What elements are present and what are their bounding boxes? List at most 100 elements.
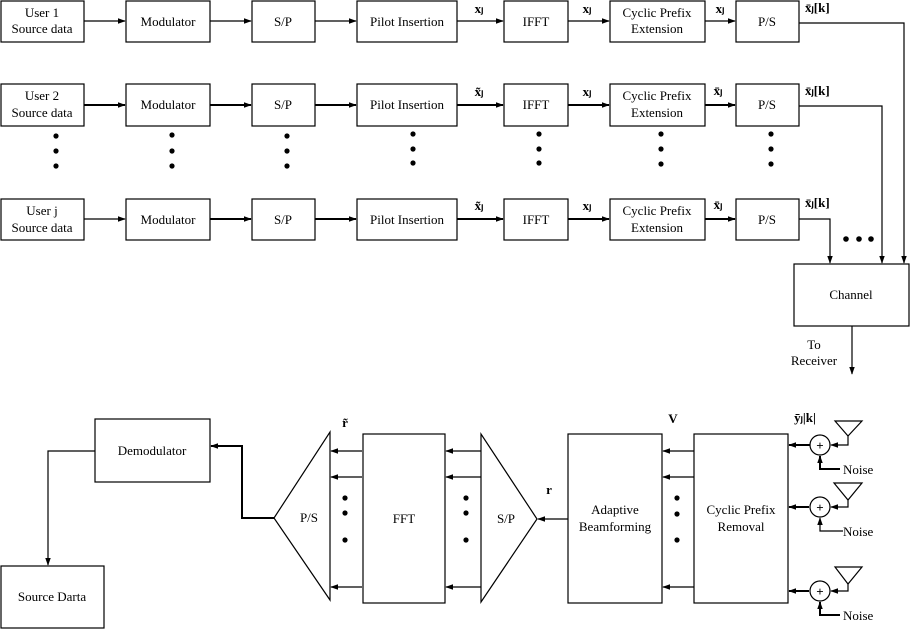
signal-label: x̄ⱼ[k] [805,195,830,210]
sp-label: S/P [274,97,292,112]
pilot-insertion-block[interactable] [356,83,458,127]
cp-removal-label: Removal [718,519,765,534]
modulator-label: Modulator [141,212,197,227]
signal-label: V [668,411,678,426]
signal-label: xⱼ [583,198,592,213]
channel-block[interactable] [793,263,910,327]
signal-label: x̄ⱼ [714,197,723,212]
modulator-label: Modulator [141,14,197,29]
tx-row-2: User 2 Source data Modulator S/P Pilot I… [0,83,885,264]
pilot-insertion-label: Pilot Insertion [370,212,445,227]
source-label: Source data [11,220,72,235]
cp-extension-block[interactable] [609,83,706,127]
cp-extension-block[interactable] [609,198,706,241]
modulator-label: Modulator [141,97,197,112]
beamforming-label: Beamforming [579,519,652,534]
ifft-block[interactable] [503,198,569,241]
noise-label: Noise [843,608,874,623]
arrow [817,517,843,532]
adder-icon [809,580,831,602]
signal-label: x̄ⱼ [714,83,723,98]
ps-converter[interactable] [273,429,331,602]
signal-label: r̃ [342,415,348,430]
ifft-label: IFFT [523,14,550,29]
signal-label: xⱼ [716,1,725,16]
source-label: Source data [11,21,72,36]
antenna-branch-1: + Noise [788,420,874,477]
beamforming-label: Adaptive [591,502,639,517]
antenna-branch-3: + Noise [788,566,874,623]
fft-label: FFT [393,511,415,526]
arrow-to-channel [799,218,833,264]
arrow [817,455,840,470]
tx-row-1: User 1 Source data Modulator S/P Pilot I… [0,0,907,264]
to-receiver-label: To [807,337,821,352]
ps-label: P/S [758,212,776,227]
signal-label: x̃ⱼ [475,198,484,213]
cp-removal-block[interactable] [693,433,789,604]
modulator-block[interactable] [125,83,211,127]
sp-label: S/P [274,14,292,29]
tx-row-j: User j Source data Modulator S/P Pilot I… [0,195,833,264]
adder-symbol: + [816,584,823,599]
adder-icon [809,496,831,518]
to-receiver-label: Receiver [791,353,838,368]
cp-label: Cyclic Prefix [623,88,692,103]
pilot-insertion-label: Pilot Insertion [370,14,445,29]
modulator-block[interactable] [125,198,211,241]
ps-block[interactable] [735,83,800,127]
ifft-block[interactable] [503,83,569,127]
cp-label: Extension [631,21,683,36]
source-label: User j [26,203,57,218]
arrow-to-channel [799,22,907,264]
fft-block[interactable] [362,433,446,604]
sp-label: S/P [497,511,515,526]
modulator-block[interactable] [125,0,211,43]
source-label: User 2 [25,88,59,103]
ps-block[interactable] [735,0,800,43]
demodulator-block[interactable] [94,418,211,483]
sp-converter[interactable] [480,431,538,604]
source-data-label: Source Darta [18,589,86,604]
row-ellipsis [53,131,774,169]
noise-label: Noise [843,524,874,539]
demodulator-label: Demodulator [118,443,187,458]
sp-label: S/P [274,212,292,227]
signal-label: x̄ⱼ[k] [805,0,830,15]
ifft-label: IFFT [523,97,550,112]
pilot-insertion-block[interactable] [356,0,458,43]
channel-label: Channel [829,287,873,302]
source-data-block[interactable] [0,565,105,629]
source-label: Source data [11,105,72,120]
cp-label: Extension [631,220,683,235]
source-block[interactable] [0,0,85,43]
ps-label: P/S [300,510,318,525]
adder-symbol: + [816,438,823,453]
adder-symbol: + [816,500,823,515]
ps-label: P/S [758,14,776,29]
antenna-branch-2: + Noise [788,482,874,539]
signal-label: xⱼ [583,1,592,16]
arrow [817,601,840,616]
cp-removal-label: Cyclic Prefix [707,502,776,517]
antenna-icon [833,420,864,437]
ps-block[interactable] [735,198,800,241]
source-block[interactable] [0,83,85,127]
arrow-to-channel [799,105,885,264]
cp-label: Extension [631,105,683,120]
ifft-label: IFFT [523,212,550,227]
sp-block[interactable] [251,198,316,241]
pilot-insertion-block[interactable] [356,198,458,241]
arrow-to-source [45,450,95,566]
arrow-to-demodulator [210,443,274,519]
adder-icon [809,434,831,456]
beamforming-block[interactable] [567,433,663,604]
sp-block[interactable] [251,83,316,127]
sp-block[interactable] [251,0,316,43]
pilot-insertion-label: Pilot Insertion [370,97,445,112]
signal-label: xⱼ [475,1,484,16]
signal-label: r [546,482,552,497]
signal-label: x̃ⱼ [475,84,484,99]
cp-label: Cyclic Prefix [623,5,692,20]
